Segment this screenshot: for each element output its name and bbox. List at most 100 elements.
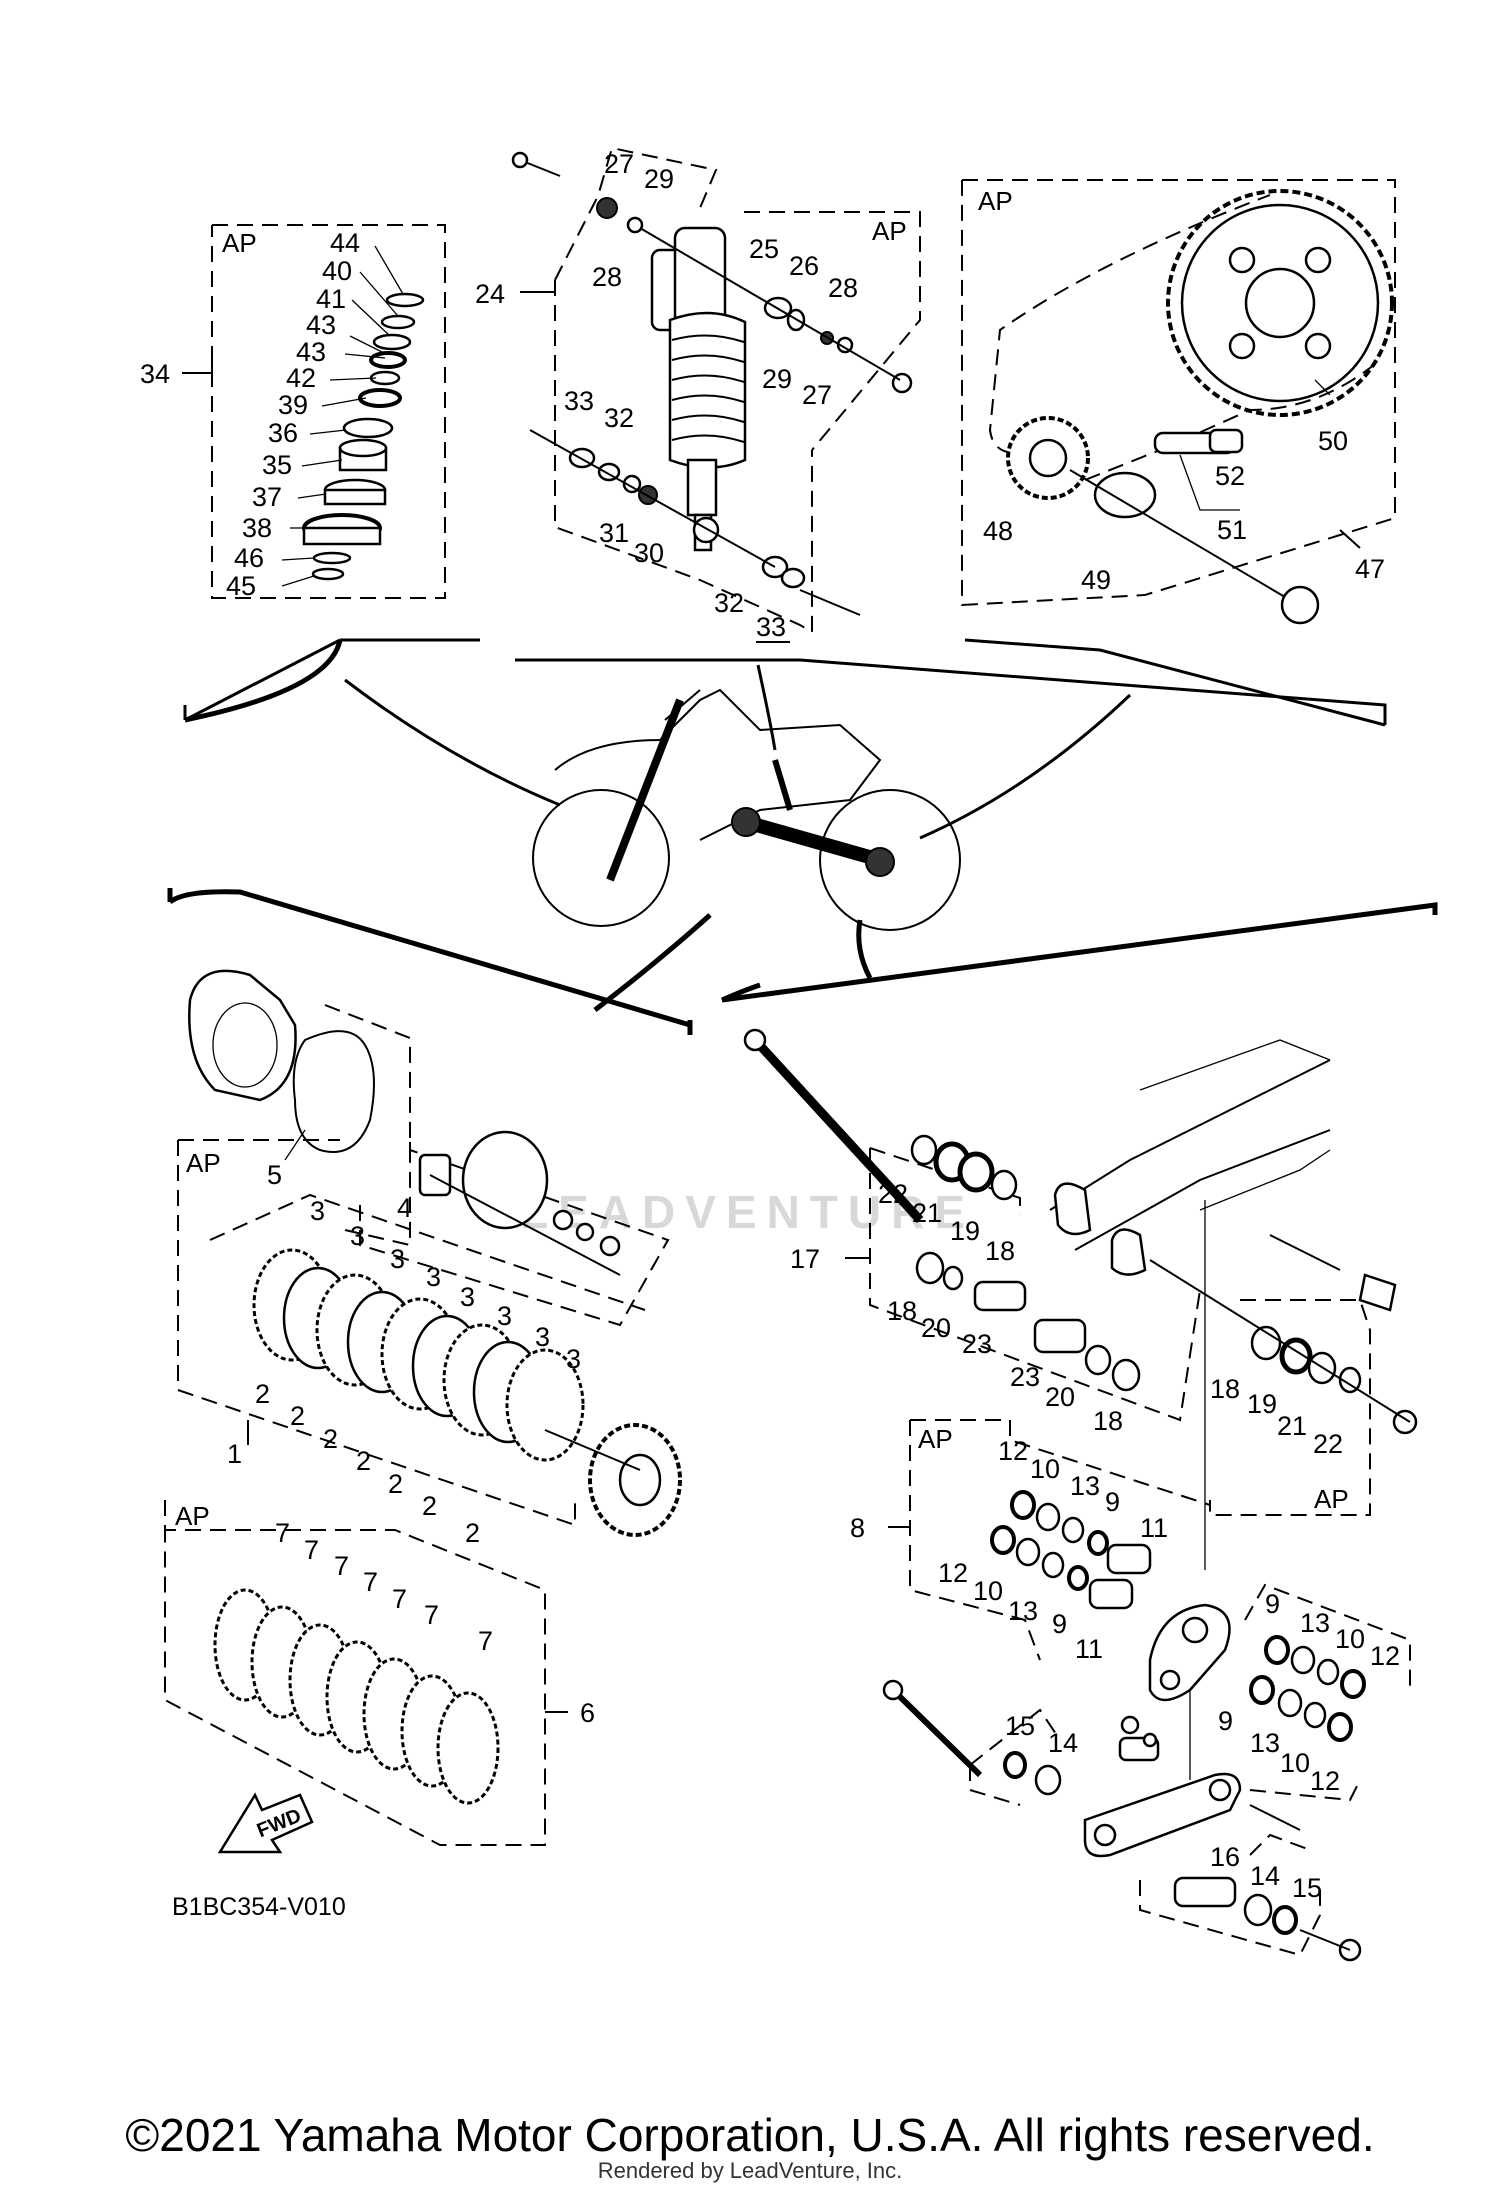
callout-19a[interactable]: 19 xyxy=(950,1216,980,1246)
callout-7e[interactable]: 7 xyxy=(392,1584,407,1614)
callout-21b[interactable]: 21 xyxy=(1277,1411,1307,1441)
callout-2e[interactable]: 2 xyxy=(388,1469,403,1499)
callout-7d[interactable]: 7 xyxy=(363,1567,378,1597)
callout-12a[interactable]: 12 xyxy=(998,1436,1028,1466)
callout-20b[interactable]: 20 xyxy=(1045,1382,1075,1412)
callout-51[interactable]: 51 xyxy=(1217,515,1247,545)
callout-9d[interactable]: 9 xyxy=(1218,1706,1233,1736)
callout-27b[interactable]: 27 xyxy=(802,380,832,410)
callout-3h[interactable]: 3 xyxy=(566,1344,581,1374)
callout-27a[interactable]: 27 xyxy=(604,149,634,179)
callout-9a[interactable]: 9 xyxy=(1105,1487,1120,1517)
callout-10a[interactable]: 10 xyxy=(1030,1454,1060,1484)
callout-9c[interactable]: 9 xyxy=(1265,1589,1280,1619)
callout-44[interactable]: 44 xyxy=(330,228,360,258)
callout-13b[interactable]: 13 xyxy=(1008,1596,1038,1626)
callout-7a[interactable]: 7 xyxy=(275,1518,290,1548)
callout-5[interactable]: 5 xyxy=(267,1160,282,1190)
callout-21a[interactable]: 21 xyxy=(912,1198,942,1228)
callout-35[interactable]: 35 xyxy=(262,450,292,480)
callout-32b[interactable]: 32 xyxy=(714,588,744,618)
callout-40[interactable]: 40 xyxy=(322,256,352,286)
callout-14a[interactable]: 14 xyxy=(1048,1728,1078,1758)
callout-7b[interactable]: 7 xyxy=(304,1535,319,1565)
callout-50[interactable]: 50 xyxy=(1318,426,1348,456)
callout-3e[interactable]: 3 xyxy=(460,1282,475,1312)
callout-32a[interactable]: 32 xyxy=(604,403,634,433)
callout-20a[interactable]: 20 xyxy=(921,1313,951,1343)
callout-7g[interactable]: 7 xyxy=(478,1626,493,1656)
callout-2c[interactable]: 2 xyxy=(323,1424,338,1454)
callout-23b[interactable]: 23 xyxy=(1010,1362,1040,1392)
callout-15b[interactable]: 15 xyxy=(1292,1873,1322,1903)
callout-30[interactable]: 30 xyxy=(634,538,664,568)
callout-33a[interactable]: 33 xyxy=(564,386,594,416)
callout-34[interactable]: 34 xyxy=(140,359,170,389)
callout-3c[interactable]: 3 xyxy=(390,1244,405,1274)
callout-10d[interactable]: 10 xyxy=(1280,1748,1310,1778)
callout-11b[interactable]: 11 xyxy=(1075,1634,1103,1664)
callout-4[interactable]: 4 xyxy=(397,1193,412,1223)
callout-3f[interactable]: 3 xyxy=(497,1301,512,1331)
callout-29a[interactable]: 29 xyxy=(644,164,674,194)
callout-43b[interactable]: 43 xyxy=(296,337,326,367)
callout-2f[interactable]: 2 xyxy=(422,1491,437,1521)
callout-18b[interactable]: 18 xyxy=(887,1296,917,1326)
callout-25[interactable]: 25 xyxy=(749,234,779,264)
callout-48[interactable]: 48 xyxy=(983,516,1013,546)
callout-9b[interactable]: 9 xyxy=(1052,1609,1067,1639)
callout-18a[interactable]: 18 xyxy=(985,1236,1015,1266)
callout-2b[interactable]: 2 xyxy=(290,1401,305,1431)
callout-39[interactable]: 39 xyxy=(278,390,308,420)
callout-13d[interactable]: 13 xyxy=(1250,1728,1280,1758)
callout-42[interactable]: 42 xyxy=(286,363,316,393)
callout-16[interactable]: 16 xyxy=(1210,1842,1240,1872)
callout-2g[interactable]: 2 xyxy=(465,1518,480,1548)
callout-6[interactable]: 6 xyxy=(580,1698,595,1728)
callout-23a[interactable]: 23 xyxy=(962,1329,992,1359)
callout-13a[interactable]: 13 xyxy=(1070,1471,1100,1501)
callout-7c[interactable]: 7 xyxy=(334,1551,349,1581)
callout-31[interactable]: 31 xyxy=(599,518,629,548)
callout-7f[interactable]: 7 xyxy=(424,1600,439,1630)
callout-49[interactable]: 49 xyxy=(1081,565,1111,595)
callout-37[interactable]: 37 xyxy=(252,482,282,512)
callout-28a[interactable]: 28 xyxy=(592,262,622,292)
callout-18d[interactable]: 18 xyxy=(1210,1374,1240,1404)
callout-17[interactable]: 17 xyxy=(790,1244,820,1274)
callout-26[interactable]: 26 xyxy=(789,251,819,281)
callout-22a[interactable]: 22 xyxy=(878,1179,908,1209)
callout-8[interactable]: 8 xyxy=(850,1513,865,1543)
callout-52[interactable]: 52 xyxy=(1215,461,1245,491)
callout-12c[interactable]: 12 xyxy=(1370,1641,1400,1671)
callout-33b[interactable]: 33 xyxy=(756,612,786,642)
callout-24[interactable]: 24 xyxy=(475,279,505,309)
callout-1[interactable]: 1 xyxy=(227,1439,242,1469)
callout-29b[interactable]: 29 xyxy=(762,364,792,394)
callout-46[interactable]: 46 xyxy=(234,543,264,573)
callout-10b[interactable]: 10 xyxy=(973,1576,1003,1606)
callout-14b[interactable]: 14 xyxy=(1250,1861,1280,1891)
callout-2a[interactable]: 2 xyxy=(255,1379,270,1409)
callout-2d[interactable]: 2 xyxy=(356,1446,371,1476)
callout-45[interactable]: 45 xyxy=(226,571,256,601)
callout-10c[interactable]: 10 xyxy=(1335,1624,1365,1654)
callout-11a[interactable]: 11 xyxy=(1140,1513,1168,1543)
callout-13c[interactable]: 13 xyxy=(1300,1608,1330,1638)
callout-28b[interactable]: 28 xyxy=(828,273,858,303)
callout-15a[interactable]: 15 xyxy=(1005,1711,1035,1741)
callout-12b[interactable]: 12 xyxy=(938,1558,968,1588)
callout-22b[interactable]: 22 xyxy=(1313,1429,1343,1459)
callout-47[interactable]: 47 xyxy=(1355,554,1385,584)
callout-3d[interactable]: 3 xyxy=(426,1262,441,1292)
callout-41[interactable]: 41 xyxy=(316,284,346,314)
callout-3b[interactable]: 3 xyxy=(350,1221,365,1251)
callout-36[interactable]: 36 xyxy=(268,418,298,448)
callout-19b[interactable]: 19 xyxy=(1247,1389,1277,1419)
callout-38[interactable]: 38 xyxy=(242,513,272,543)
callout-3g[interactable]: 3 xyxy=(535,1322,550,1352)
callout-3a[interactable]: 3 xyxy=(310,1196,325,1226)
callout-43a[interactable]: 43 xyxy=(306,310,336,340)
callout-18c[interactable]: 18 xyxy=(1093,1406,1123,1436)
callout-12d[interactable]: 12 xyxy=(1310,1766,1340,1796)
